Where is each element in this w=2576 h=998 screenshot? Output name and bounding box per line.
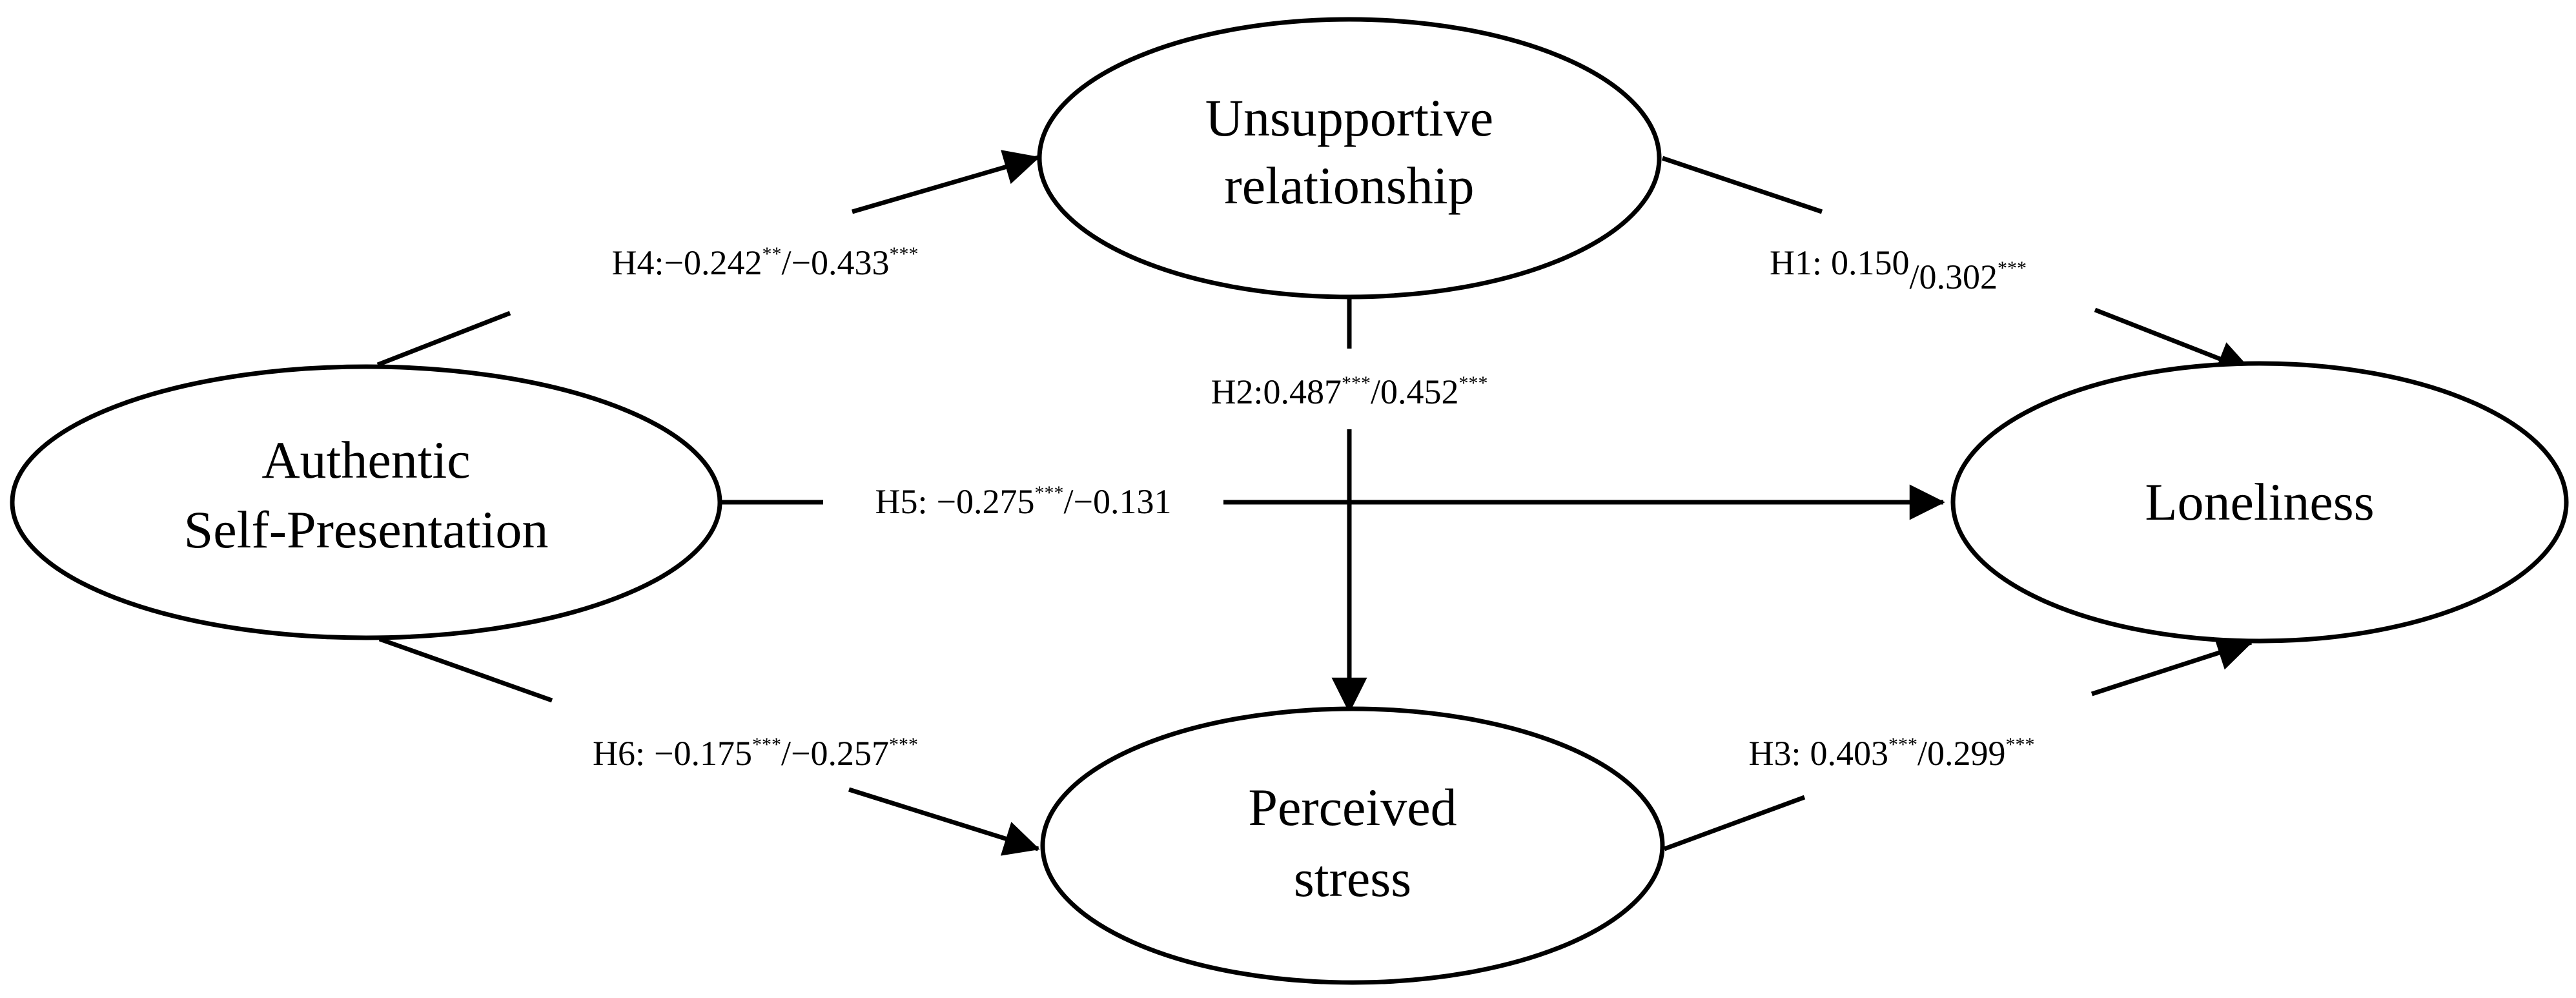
node-label-line-1: Perceived — [1248, 778, 1457, 837]
edge-h3 — [1663, 635, 2253, 851]
edge-label-h5: H5:−0.275***/−0.131 — [875, 482, 1172, 521]
edge-h6 — [378, 636, 1040, 856]
node-authentic-self-presentation: Authentic Self-Presentation — [10, 364, 722, 640]
edge-h4 — [376, 150, 1040, 367]
node-loneliness: Loneliness — [1950, 361, 2569, 644]
edge-label-h3: H3:0.403***/0.299*** — [1748, 734, 2034, 773]
node-perceived-stress: Perceived stress — [1040, 706, 1665, 985]
node-unsupportive-relationship: Unsupportive relationship — [1037, 17, 1662, 300]
node-label-line-1: Authentic — [261, 431, 470, 489]
node-label: Loneliness — [2145, 473, 2374, 531]
node-label-line-1: Unsupportive — [1205, 88, 1493, 147]
node-label-line-2: Self-Presentation — [184, 500, 549, 559]
edge-label-h2: H2:0.487***/0.452*** — [1211, 372, 1487, 411]
edge-label-h1: H1:0.150/0.302*** — [1770, 243, 2027, 296]
edge-h1 — [1661, 156, 2253, 376]
node-label-line-2: relationship — [1224, 156, 1474, 215]
node-label-line-2: stress — [1294, 849, 1411, 908]
edge-label-h6: H6:−0.175***/−0.257*** — [593, 734, 918, 773]
edge-label-h4: H4:−0.242**/−0.433*** — [612, 243, 919, 282]
